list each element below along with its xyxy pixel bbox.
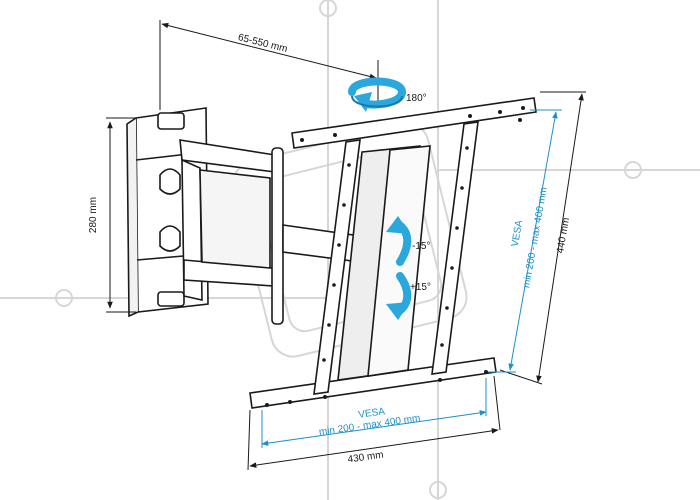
- vertical-strap-2: [431, 121, 479, 375]
- arm-extension-label: 65-550 mm: [237, 32, 289, 55]
- arm-extension-line: [161, 22, 377, 80]
- rail-length-horizontal-label: 430 mm: [347, 450, 384, 466]
- vertical-strap-1: [313, 139, 361, 395]
- vesa-horizontal-line: [261, 410, 487, 446]
- vesa-horizontal-title: VESA: [358, 406, 386, 421]
- tilt-down-arrow-icon: [386, 272, 412, 320]
- tilt-up-arrow-icon: [386, 216, 412, 266]
- articulating-arms: [179, 139, 361, 325]
- vesa-vertical-title: VESA: [510, 219, 526, 248]
- rail-length-vertical-label: 440 mm: [555, 217, 572, 254]
- vesa-vertical-range: min 200 - max 400 mm: [521, 186, 550, 289]
- swivel-rotation-icon: [348, 77, 407, 112]
- tilt-up-label: -15°: [412, 241, 430, 252]
- tilt-down-label: +15°: [410, 282, 431, 293]
- wall-plate-height-label: 280 mm: [88, 197, 99, 233]
- swivel-angle-label: 180°: [406, 93, 427, 104]
- vesa-vertical-line: [508, 111, 558, 371]
